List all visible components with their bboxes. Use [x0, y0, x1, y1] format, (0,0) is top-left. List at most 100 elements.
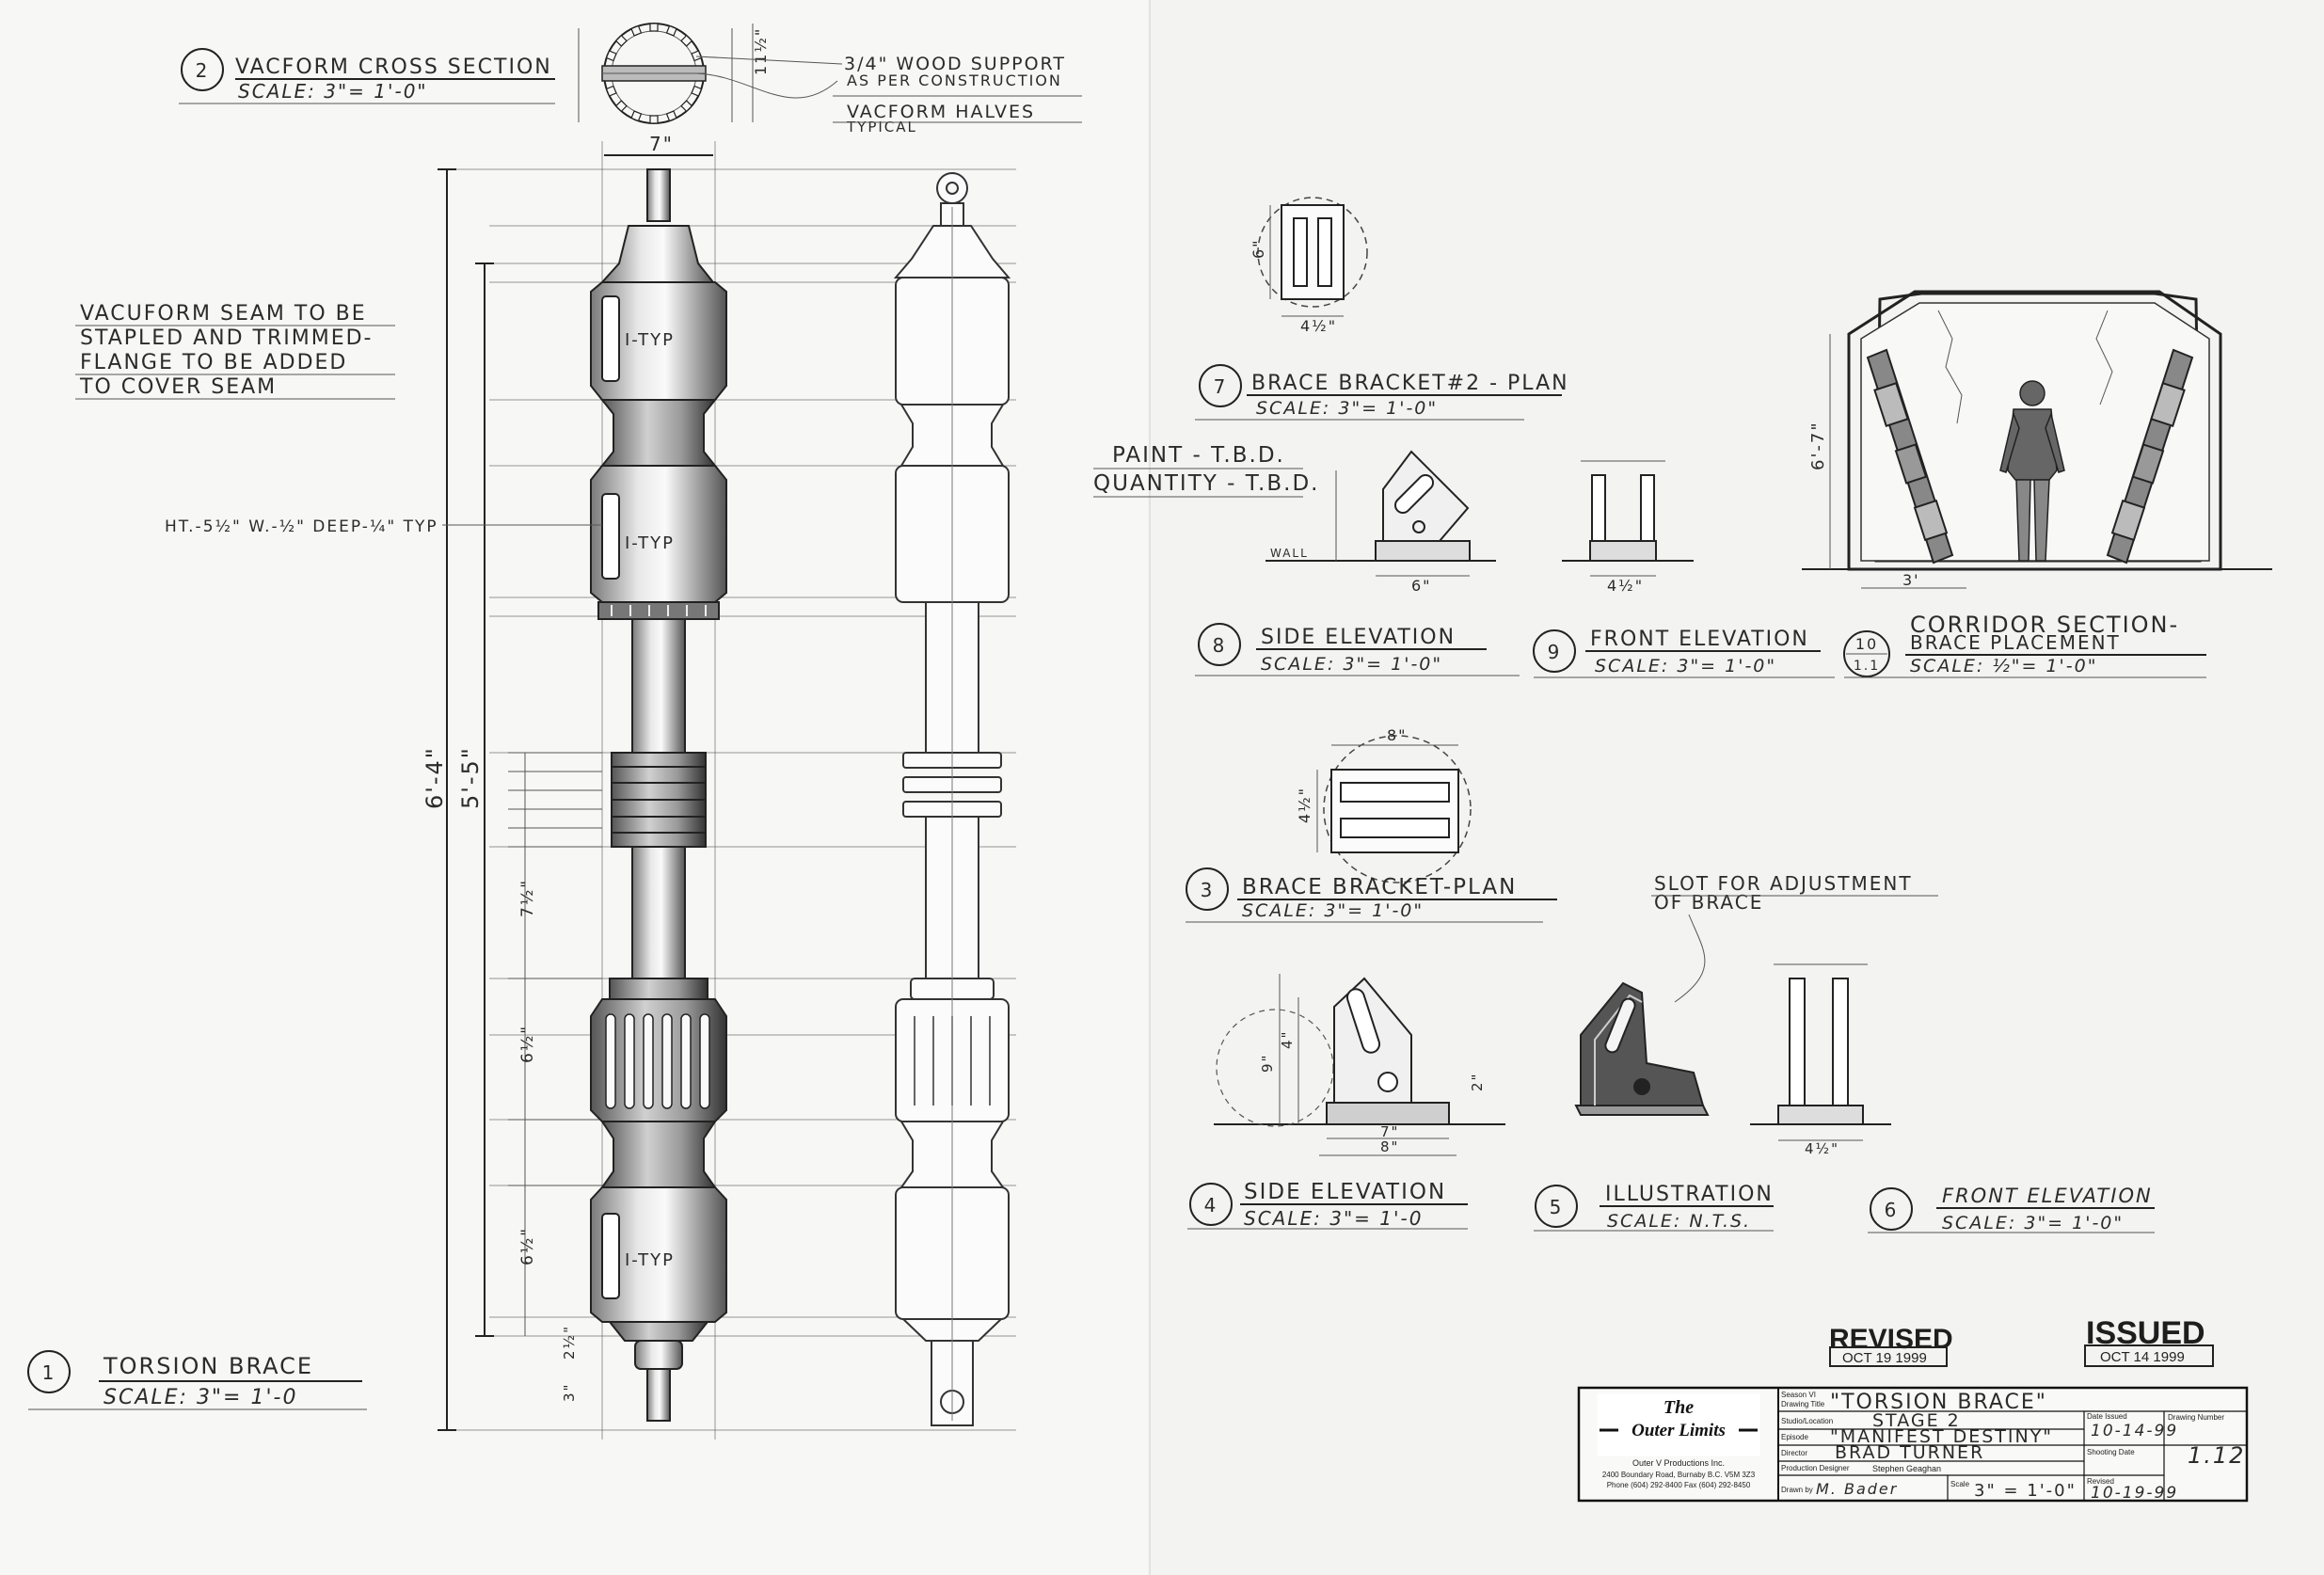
cross-section-notch — [630, 24, 643, 37]
pd-label: Production Designer — [1781, 1464, 1850, 1472]
dim-b9-w: 4½" — [1607, 577, 1644, 595]
view-8-number: 8 — [1213, 634, 1227, 657]
itype-label-3: I-TYP — [625, 1250, 675, 1270]
dim-corr-w: 3' — [1902, 571, 1920, 589]
dim-b7-w: 4½" — [1300, 317, 1337, 335]
view-10-corridor-section: 6'-7" 3' 10 1.1 CORRIDOR SECTION- BRACE … — [1802, 290, 2272, 678]
dim-seg-3: 3" — [561, 1383, 578, 1402]
view-5-bubble — [1535, 1185, 1578, 1228]
revised-value: 10-19-99 — [2091, 1484, 2178, 1503]
view-6-number: 6 — [1885, 1199, 1899, 1221]
cross-section-notch — [680, 34, 693, 47]
view-9-scale: SCALE: 3"= 1'-0" — [1595, 656, 1776, 676]
drawing-number-value: 1.12 — [2188, 1442, 2245, 1469]
itype-label-2: I-TYP — [625, 533, 675, 553]
dim-b4-w2: 8" — [1380, 1138, 1399, 1155]
human-figure — [1999, 380, 2065, 562]
episode-value: "MANIFEST DESTINY" — [1830, 1426, 2053, 1447]
dim-b7-h: 6" — [1250, 238, 1267, 259]
scale-value: 3" = 1'-0" — [1974, 1481, 2077, 1501]
shooting-label: Shooting Date — [2087, 1448, 2135, 1456]
note-wood-support-2: AS PER CONSTRUCTION — [847, 72, 1062, 89]
view-1-torsion-brace: 6'-4" 5'-5" 7½" 6½" 6½" 2½" 3" 7" — [27, 133, 1016, 1440]
dim-b4-w1: 7" — [1380, 1123, 1399, 1140]
view-9-title: FRONT ELEVATION — [1590, 628, 1809, 651]
view-6-title: FRONT ELEVATION — [1942, 1185, 2153, 1207]
date-issued-value: 10-14-99 — [2091, 1422, 2178, 1440]
view-10-sheet: 1.1 — [1854, 659, 1880, 674]
issued-stamp-date: OCT 14 1999 — [2100, 1349, 2185, 1365]
view-6-scale: SCALE: 3"= 1'-0" — [1942, 1213, 2124, 1233]
view-1-title: TORSION BRACE — [103, 1353, 313, 1379]
logo-line1: The — [1663, 1397, 1694, 1418]
view-3-title: BRACE BRACKET-PLAN — [1242, 875, 1517, 899]
view-1-scale: SCALE: 3"= 1'-0 — [103, 1386, 297, 1409]
view-5-scale: SCALE: N.T.S. — [1607, 1211, 1751, 1232]
dim-b4-h1: 9" — [1259, 1054, 1276, 1073]
dim-b3-h: 4½" — [1296, 787, 1313, 823]
season-label: Season VI — [1781, 1391, 1816, 1399]
note-slot-adjust-1: SLOT FOR ADJUSTMENT — [1654, 872, 1913, 895]
cross-section-notch — [605, 50, 617, 62]
view-4-title: SIDE ELEVATION — [1244, 1180, 1446, 1204]
note-seam-3: FLANGE TO BE ADDED — [80, 351, 347, 374]
cross-section-notch — [614, 100, 628, 113]
director-label: Director — [1781, 1449, 1807, 1457]
view-10-bubble — [1843, 630, 1890, 677]
view-10-title2: BRACE PLACEMENT — [1910, 631, 2121, 654]
view-5-title: ILLUSTRATION — [1605, 1183, 1774, 1206]
view-1-bubble — [27, 1350, 71, 1393]
dim-b4-h2: 4" — [1279, 1030, 1296, 1049]
cross-section-notch — [680, 100, 693, 113]
view-9-number: 9 — [1548, 641, 1562, 663]
view-2-cross-section: 11½" 3/4" WOOD SUPPORT AS PER CONSTRUCTI… — [179, 23, 1082, 135]
view-3-bracket-plan: 8" 4½" 3 BRACE BRACKET-PLAN SCALE: 3"= 1… — [1186, 726, 1557, 923]
view-5-number: 5 — [1550, 1196, 1564, 1218]
pd-value: Stephen Geaghan — [1872, 1464, 1941, 1473]
view-7-bubble — [1199, 364, 1242, 407]
dim-overall-a: 6'-4" — [422, 746, 448, 809]
view-9-bubble — [1533, 629, 1576, 673]
view-10-title: CORRIDOR SECTION- — [1910, 612, 2179, 638]
view-6-front-elevation: 4½" 6 FRONT ELEVATION SCALE: 3"= 1'-0" — [1750, 963, 2155, 1233]
drawing-title-value: "TORSION BRACE" — [1830, 1391, 2047, 1414]
view-8-bubble — [1198, 623, 1241, 666]
view-7-scale: SCALE: 3"= 1'-0" — [1256, 398, 1438, 419]
dim-seg-6half-b: 6½" — [518, 1227, 537, 1265]
revised-stamp: REVISED OCT 19 1999 — [1829, 1324, 1953, 1367]
drawn-value: M. Bader — [1816, 1480, 1898, 1498]
note-seam-2: STAPLED AND TRIMMED- — [80, 326, 374, 350]
view-2-scale: SCALE: 3"= 1'-0" — [238, 80, 428, 103]
note-vacform-halves-1: VACFORM HALVES — [847, 102, 1035, 122]
view-6-bubble — [1870, 1187, 1913, 1231]
view-7-number: 7 — [1214, 375, 1228, 398]
studio-label: Studio/Location — [1781, 1417, 1833, 1425]
note-slot-dims: HT.-5½" W.-½" DEEP-¼" TYP — [165, 517, 438, 536]
view-5-illustration: 5 ILLUSTRATION SCALE: N.T.S. — [1534, 981, 1774, 1232]
view-4-bubble — [1189, 1183, 1233, 1226]
date-issued-label: Date Issued — [2087, 1412, 2127, 1421]
revised-stamp-date: OCT 19 1999 — [1842, 1350, 1927, 1366]
view-2-number: 2 — [196, 59, 210, 82]
brace-outline-view — [893, 172, 1011, 1426]
title-block: The Outer Limits Outer V Productions Inc… — [1577, 1386, 2249, 1503]
revised-label: Revised — [2087, 1477, 2114, 1486]
view-9-front-elevation: 4½" 9 FRONT ELEVATION SCALE: 3"= 1'-0" — [1533, 460, 1835, 678]
note-slot-adjust-2: OF BRACE — [1654, 891, 1763, 914]
studio-value: STAGE 2 — [1872, 1410, 1961, 1431]
dim-b6-w: 4½" — [1805, 1140, 1839, 1157]
view-8-scale: SCALE: 3"= 1'-0" — [1261, 654, 1442, 675]
view-3-number: 3 — [1201, 879, 1215, 901]
company-name: Outer V Productions Inc. — [1632, 1458, 1725, 1468]
cross-section-notch — [665, 110, 677, 122]
note-wood-support-1: 3/4" WOOD SUPPORT — [844, 54, 1066, 74]
view-10-number: 10 — [1855, 635, 1878, 653]
dim-width-7: 7" — [649, 133, 674, 155]
episode-label: Episode — [1781, 1433, 1808, 1441]
cross-section-notch — [691, 50, 703, 62]
drawn-label: Drawn by — [1781, 1486, 1813, 1494]
company-address: 2400 Boundary Road, Burnaby B.C. V5M 3Z3 — [1602, 1471, 1756, 1479]
revised-stamp-label: REVISED — [1829, 1324, 1953, 1355]
view-2-title: VACFORM CROSS SECTION — [235, 56, 552, 79]
